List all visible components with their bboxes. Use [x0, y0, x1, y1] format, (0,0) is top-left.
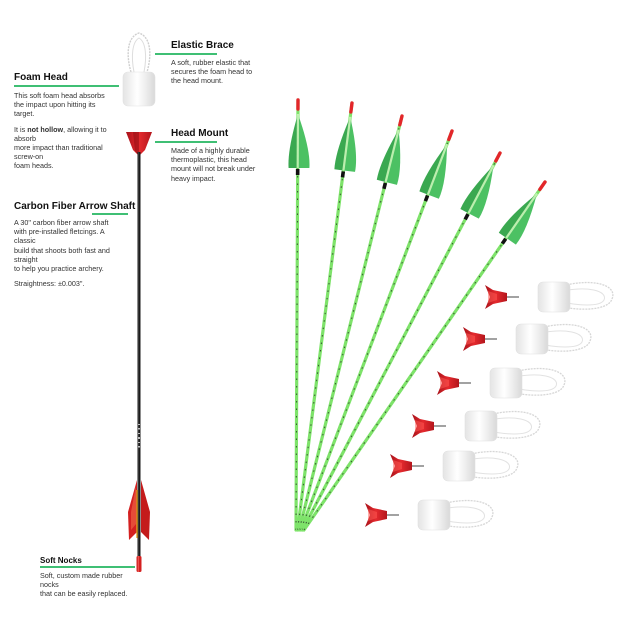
elastic-brace-icon — [557, 281, 614, 310]
desc-line: A soft, rubber elastic that — [171, 58, 251, 67]
soft-nocks-title: Soft Nocks — [40, 556, 82, 565]
desc-line: A 30" carbon fiber arrow shaft — [14, 218, 109, 227]
nock-icon — [447, 129, 454, 142]
desc-line: Made of a highly durable — [171, 146, 250, 155]
elastic-brace-description: A soft, rubber elastic that secures the … — [171, 58, 281, 86]
exploded-head-set — [390, 450, 519, 482]
green-arrow — [296, 101, 357, 532]
elastic-brace-icon — [509, 367, 566, 396]
exploded-head-set — [365, 499, 494, 531]
desc-line: with pre-installed fletcings. A — [14, 227, 105, 237]
desc-line: straight — [14, 254, 38, 264]
exploded-head-set — [463, 323, 592, 355]
exploded-head-set — [437, 367, 566, 399]
desc-line: secures the foam head to — [171, 67, 253, 77]
carbon-shaft-rule — [92, 213, 128, 215]
desc-line: Soft, custom made rubber — [40, 571, 123, 580]
desc-line: target. — [14, 109, 35, 119]
nock-icon — [398, 114, 404, 127]
soft-nocks-description: Soft, custom made rubber nocks that can … — [40, 571, 150, 599]
desc-line: that can be easily replaced. — [40, 589, 128, 599]
green-arrow — [300, 151, 502, 532]
desc-line: the impact upon hitting its — [14, 100, 96, 110]
foam-head-para1: This soft foam head absorbs the impact u… — [14, 91, 124, 119]
foam-head-icon — [489, 367, 523, 399]
foam-head-para2: It is not hollow, allowing it to absorb … — [14, 125, 124, 171]
carbon-shaft-straightness: Straightness: ±0.003". — [14, 279, 139, 288]
desc-line: classic — [14, 236, 36, 246]
arrow-fan — [288, 98, 547, 532]
desc-line: mount will not break under — [171, 164, 256, 174]
green-arrow — [297, 114, 404, 532]
foam-head-title: Foam Head — [14, 72, 68, 83]
nock-icon — [136, 556, 142, 572]
elastic-brace-icon — [484, 410, 541, 439]
head-mount-icon — [463, 327, 485, 351]
elastic-brace-title: Elastic Brace — [171, 40, 234, 51]
elastic-brace-icon — [535, 323, 592, 352]
exploded-head-set — [412, 410, 541, 442]
elastic-brace-icon — [437, 499, 494, 528]
exploded-heads — [365, 281, 614, 531]
desc-line: foam heads. — [14, 161, 54, 171]
foam-head-icon — [515, 323, 549, 355]
foam-head-icon — [464, 410, 498, 442]
vertical-arrow — [122, 32, 156, 572]
fletching-icon — [297, 113, 310, 169]
foam-head-icon — [537, 281, 571, 313]
desc-line: build that shoots both fast and — [14, 245, 110, 255]
foam-head-icon — [417, 499, 451, 531]
soft-nocks-rule — [40, 566, 135, 568]
desc-line: screw-on — [14, 152, 44, 162]
fletching-icon — [498, 193, 538, 238]
head-mount-icon — [390, 454, 412, 478]
desc-line: heavy impact. — [171, 173, 216, 183]
desc-line: absorb — [14, 133, 36, 143]
nock-icon — [349, 101, 354, 114]
desc-line: nocks — [40, 580, 59, 590]
not-hollow-emphasis: not hollow — [27, 124, 64, 134]
head-mount-rule — [155, 141, 217, 143]
fletching-icon — [376, 129, 399, 182]
desc-line: thermoplastic, this head — [171, 155, 247, 165]
desc-line: more impact than traditional — [14, 143, 103, 153]
desc-line: This soft foam head absorbs — [14, 91, 105, 100]
foam-head-rule — [14, 85, 119, 87]
desc-line: the head mount. — [171, 76, 223, 86]
head-mount-icon — [437, 371, 459, 395]
fletching-icon — [343, 116, 357, 172]
green-arrow — [299, 129, 454, 532]
nock-icon — [538, 180, 547, 192]
elastic-brace-icon — [462, 450, 519, 479]
green-arrow — [302, 180, 547, 532]
fletching-icon — [288, 113, 298, 168]
desc-line: to help you practice archery. — [14, 264, 104, 274]
fletching-icon — [128, 480, 150, 540]
carbon-shaft-title: Carbon Fiber Arrow Shaft — [14, 201, 136, 212]
shaft-print — [138, 424, 140, 448]
foam-head-icon — [442, 450, 476, 482]
head-mount-icon — [126, 132, 152, 156]
head-mount-icon — [485, 285, 507, 309]
desc-line: It is not hollow, allowing it to — [14, 124, 107, 134]
nock-icon — [494, 151, 502, 163]
elastic-brace-rule — [155, 53, 217, 55]
fletching-icon — [334, 116, 351, 171]
head-mount-title: Head Mount — [171, 128, 229, 139]
head-mount-icon — [412, 414, 434, 438]
desc-line: Straightness: ±0.003". — [14, 279, 85, 289]
exploded-head-set — [485, 281, 614, 313]
head-mount-icon — [365, 503, 387, 527]
foam-head-icon — [122, 71, 156, 107]
green-arrow — [288, 98, 310, 532]
carbon-shaft-para1: A 30" carbon fiber arrow shaft with pre-… — [14, 218, 139, 273]
elastic-brace-icon — [127, 32, 151, 73]
fletching-icon — [419, 144, 448, 195]
fletching-icon — [460, 165, 494, 214]
carbon-shaft-description: A 30" carbon fiber arrow shaft with pre-… — [14, 218, 139, 294]
head-mount-description: Made of a highly durable thermoplastic, … — [171, 146, 281, 183]
foam-head-description: This soft foam head absorbs the impact u… — [14, 91, 124, 177]
